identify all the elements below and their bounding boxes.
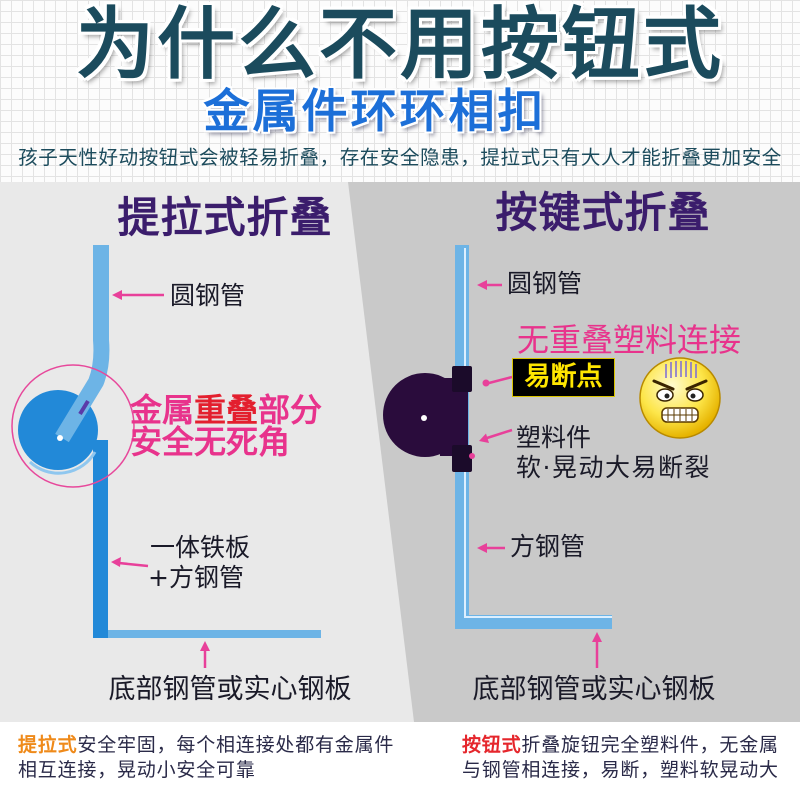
round-tube-right-arrow-icon [477,280,502,290]
weak-point-badge: 易断点 [512,358,615,397]
left-bottom-label: 底部钢管或实心钢板 [108,674,352,705]
plastic-cap-upper [452,366,472,392]
page-subtitle: 金属件环环相扣 [203,84,547,138]
square-tube-arrow-icon [477,543,505,553]
round-tube-left-arrow-icon [112,290,164,300]
plastic-cap-lower [452,445,472,472]
pull-fold-diagram [11,245,321,668]
pivot-dot [57,435,63,441]
plate-label-line2: +方钢管 [148,563,244,592]
highlight-circle [11,364,135,488]
page-title: 为什么不用按钮式 [75,0,724,90]
bottom-steel-tube-left [100,630,321,638]
joint-outline-arc [28,451,97,475]
plate-arrow-icon [111,557,149,568]
footer-right-keyword: 按钮式 [462,734,522,756]
angry-face-icon [639,357,721,439]
weak-point-pointer-icon [482,375,513,387]
plate-label-line1: 一体铁板 [150,533,251,562]
plastic-part-label-line2: 软·晃动大易断裂 [516,453,711,482]
left-panel-heading: 提拉式折叠 [117,193,333,242]
square-tube-label: 方钢管 [510,532,586,561]
right-panel-heading: 按键式折叠 [495,188,711,237]
button-fold-diagram [383,245,721,668]
integrated-plate-square-tube [93,440,108,638]
no-overlap-warning: 无重叠塑料连接 [517,321,742,359]
header-grid-background [0,0,800,182]
footer-left-keyword: 提拉式 [18,734,78,756]
bottom-right-arrow-icon [592,632,602,668]
highlight-text-part: 部分 [258,391,323,429]
footer-right-line2: 与钢管相连接，易断，塑料软晃动大 [462,759,779,781]
footer-background [0,722,800,800]
safety-highlight: 安全无死角 [130,423,291,461]
left-round-tube-label: 圆钢管 [170,281,246,310]
footer-left-text1: 安全牢固，每个相连接处都有金属件 [77,734,395,756]
footer-left-line1: 提拉式安全牢固，每个相连接处都有金属件 [18,733,394,757]
right-bottom-label: 底部钢管或实心钢板 [472,674,716,705]
plastic-part-label-line1: 塑料件 [516,423,592,452]
highlight-text-overlap: 重叠 [194,391,259,429]
bottom-left-arrow-icon [200,641,210,668]
metal-overlap-highlight: 金属重叠部分 [130,393,322,427]
rivet-mark [78,399,90,416]
footer-right-text1: 折叠旋钮完全塑料件，无金属 [521,734,779,756]
round-steel-tube-left [55,245,110,443]
plastic-part-arrow-icon [469,428,513,459]
highlight-text-metal: 金属 [130,391,195,429]
right-round-tube-label: 圆钢管 [507,269,583,298]
knob-center-dot [421,415,427,421]
plastic-knob [383,373,467,457]
page-description: 孩子天性好动按钮式会被轻易折叠，存在安全隐患，提拉式只有大人才能折叠更加安全 [18,146,782,169]
footer-right-line1: 按钮式折叠旋钮完全塑料件，无金属 [462,733,779,757]
footer-left-line2: 相互连接，晃动小安全可靠 [18,759,256,781]
